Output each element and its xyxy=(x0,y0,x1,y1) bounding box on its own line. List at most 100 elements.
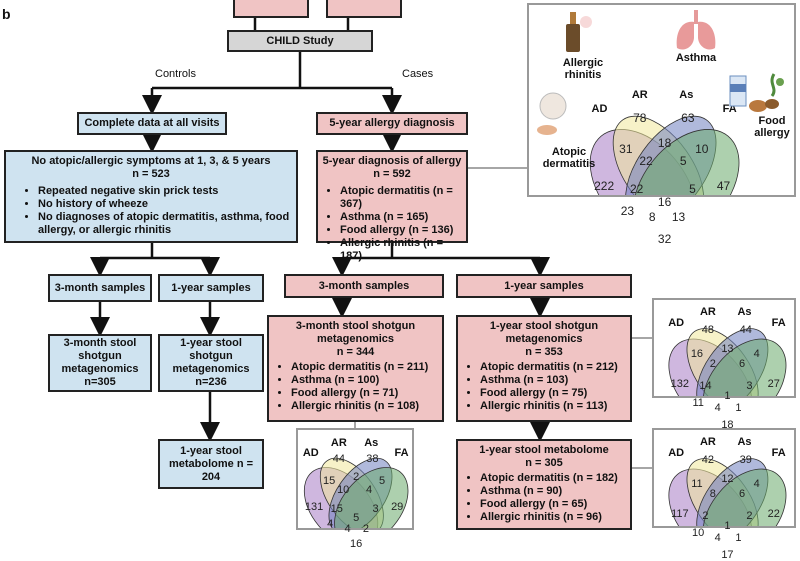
panel-letter: b xyxy=(2,6,11,22)
stool-3m-item: Food allergy (n = 71) xyxy=(291,387,438,400)
venn-set-fa xyxy=(702,338,787,396)
venn-label-fa: FA xyxy=(771,446,786,459)
venn-diagram xyxy=(668,328,787,396)
venn-diagram xyxy=(303,457,409,528)
venn-count-ad-ar: 15 xyxy=(323,475,336,488)
venn-set-fa xyxy=(702,468,787,526)
venn-count-as-only: 38 xyxy=(366,453,379,466)
stool-1y-item: Food allergy (n = 75) xyxy=(480,387,626,400)
flow-connectors xyxy=(90,0,652,469)
lungs-icon xyxy=(676,10,716,50)
controls-3month-samples: 3-month samples xyxy=(48,274,152,302)
metab-item: Asthma (n = 90) xyxy=(480,485,626,498)
venn-count-ar-fa: 5 xyxy=(689,182,696,197)
metab-item: Food allergy (n = 65) xyxy=(480,498,626,511)
venn-count-ad-ar: 31 xyxy=(619,141,633,156)
venn-label-ad: AD xyxy=(668,446,685,459)
venn-count-ad-only: 132 xyxy=(670,377,690,390)
venn-label-fa: FA xyxy=(771,316,786,329)
venn-count-ad-as: 22 xyxy=(630,182,644,197)
venn-count-ar-fa: 2 xyxy=(746,510,753,523)
venn-count-ad-as-fa: 4 xyxy=(344,522,351,535)
metab-item: Atopic dermatitis (n = 182) xyxy=(480,472,626,485)
cases-diagnosis-list: Atopic dermatitis (n = 367) Asthma (n = … xyxy=(322,185,462,263)
venn-count-as-fa: 10 xyxy=(695,141,709,156)
allergic-rhinitis-label: Allergic rhinitis xyxy=(562,57,604,81)
venn-count-ad-ar-as: 8 xyxy=(709,488,716,501)
stool-3m-item: Atopic dermatitis (n = 211) xyxy=(291,361,438,374)
venn-count-ad-as-fa: 8 xyxy=(648,210,656,225)
cases-group-n: n = 592 xyxy=(373,168,411,180)
venn-count-all: 1 xyxy=(724,519,731,532)
venn-count-ad-fa: 32 xyxy=(657,231,672,246)
stool-3m-item: Asthma (n = 100) xyxy=(291,374,438,387)
cases-label: Cases xyxy=(402,68,434,80)
venn-count-ad-ar-fa: 2 xyxy=(362,522,369,535)
complete-data-box: Complete data at all visits xyxy=(77,112,227,135)
nasal-spray-icon xyxy=(566,12,592,52)
stool-1y-title: 1-year stool shotgun metagenomics xyxy=(489,320,599,345)
venn-label-as: As xyxy=(737,435,752,448)
metab-item: Allergic rhinitis (n = 96) xyxy=(480,511,626,524)
venn-count-extra: 23 xyxy=(620,203,635,218)
controls-1year-samples: 1-year samples xyxy=(158,274,264,302)
venn-count-as-only: 39 xyxy=(739,453,752,466)
stool-3m-list: Atopic dermatitis (n = 211) Asthma (n = … xyxy=(273,361,438,413)
metab-title: 1-year stool metabolome xyxy=(479,444,609,456)
venn-count-ad-ar-fa: 13 xyxy=(671,210,686,225)
venn-count-ar-only: 78 xyxy=(633,110,647,125)
venn-count-as-only: 44 xyxy=(739,323,752,336)
venn-count-ad-ar-fa: 1 xyxy=(735,402,742,415)
diagnosis-item: Food allergy (n = 136) xyxy=(340,224,462,237)
venn-diagram xyxy=(589,115,740,195)
venn-count-ar-only: 48 xyxy=(701,323,715,336)
diagnosis-item: Asthma (n = 165) xyxy=(340,211,462,224)
diagnosis-item: Atopic dermatitis (n = 367) xyxy=(340,185,462,211)
controls-label: Controls xyxy=(155,68,196,80)
controls-group-title: No atopic/allergic symptoms at 1, 3, & 5… xyxy=(31,155,271,167)
venn-count-ar-as-fa: 4 xyxy=(366,483,373,496)
controls-group-box: No atopic/allergic symptoms at 1, 3, & 5… xyxy=(4,150,298,243)
venn-count-all: 16 xyxy=(657,194,672,209)
venn-label-as: As xyxy=(364,437,379,450)
venn-count-ad-as-fa: 4 xyxy=(714,402,721,415)
controls-1year-metabolome: 1-year stool metabolome n = 204 xyxy=(158,439,264,489)
metab-list: Atopic dermatitis (n = 182) Asthma (n = … xyxy=(462,472,626,524)
venn-count-all: 1 xyxy=(724,389,731,402)
venn-count-ad-fa: 17 xyxy=(721,549,734,561)
venn-count-ad-ar-as: 10 xyxy=(337,483,350,496)
stool-1y-item: Atopic dermatitis (n = 212) xyxy=(480,361,626,374)
venn-count-ad-as: 2 xyxy=(702,510,709,523)
venn-label-fa: FA xyxy=(394,446,409,459)
venn-count-extra: 4 xyxy=(327,518,334,531)
venn-count-fa-only: 47 xyxy=(716,179,731,194)
criteria-item: Repeated negative skin prick tests xyxy=(38,185,290,198)
controls-1year-stool: 1-year stool shotgun metagenomics n=236 xyxy=(158,334,264,392)
venn-count-as-fa: 4 xyxy=(753,348,760,361)
child-study-box: CHILD Study xyxy=(227,30,373,52)
stool-3m-n: n = 344 xyxy=(336,346,375,358)
venn-count-ar-as-fa: 5 xyxy=(679,154,687,169)
criteria-item: No history of wheeze xyxy=(38,198,290,211)
venn-count-as-fa: 4 xyxy=(753,478,760,491)
venn-count-ad-as: 15 xyxy=(330,503,343,516)
venn-label-ar: AR xyxy=(330,437,347,450)
venn-count-all: 5 xyxy=(353,511,360,524)
venn-count-ad-as-fa: 4 xyxy=(714,532,721,545)
venn-count-extra: 10 xyxy=(692,527,705,540)
metab-n: n = 305 xyxy=(525,457,563,469)
venn-count-ar-fa: 3 xyxy=(746,380,753,393)
venn-count-ad-ar: 16 xyxy=(690,348,704,361)
venn-label-ar: AR xyxy=(631,88,648,101)
venn-set-fa xyxy=(334,467,409,528)
stool-1y-n: n = 353 xyxy=(525,346,563,358)
venn-count-fa-only: 22 xyxy=(767,507,780,520)
cases-3month-stool: 3-month stool shotgun metagenomics n = 3… xyxy=(267,315,444,422)
venn-count-extra: 11 xyxy=(692,397,704,410)
food-allergy-icon xyxy=(729,73,784,112)
venn-count-ar-as: 18 xyxy=(657,135,672,150)
venn-label-ad: AD xyxy=(302,446,319,459)
